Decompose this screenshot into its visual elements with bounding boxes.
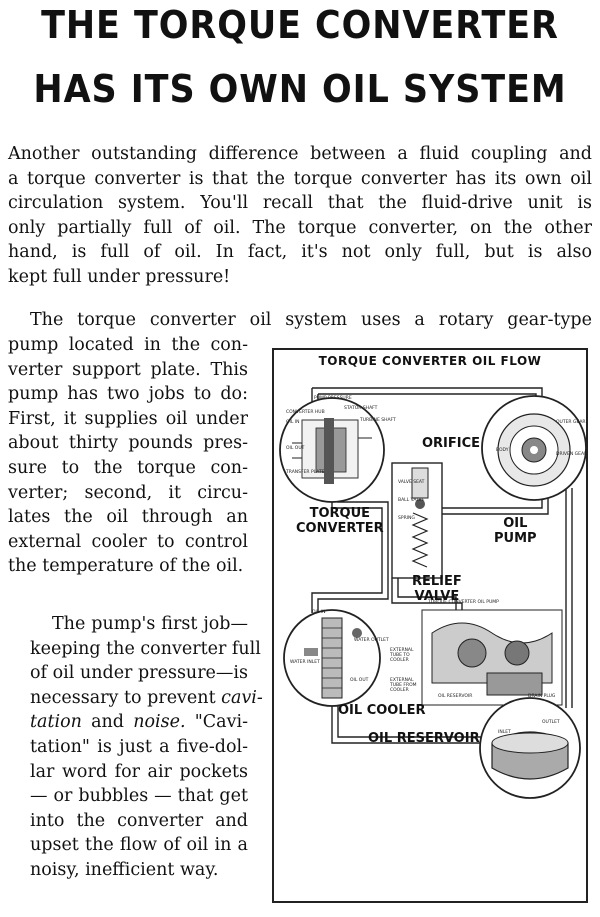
label-body: BODY [496,448,509,453]
paragraph-line: verter; second, it circu- [8,482,248,503]
paragraph-line: into the converter and [30,810,248,831]
label-spring: SPRING [398,516,415,521]
paragraph-line: The torque converter oil system uses a r… [30,310,592,330]
paragraph-line: noisy, inefficient way. [30,859,219,880]
label-oil-pump: OIL PUMP [494,516,537,546]
label-orifice: ORIFICE [422,436,481,451]
label-oil-reservoir-small: OIL RESERVOIR [438,694,473,699]
oil-flow-figure: TORQUE CONVERTER OIL FLOW [272,348,590,905]
paragraph-line: necessary to prevent cavi- [8,686,263,711]
paragraph-line: kept full under pressure! [8,266,231,287]
pipe-converter-to-cooler [311,498,383,613]
label-oil-cooler: OIL COOLER [338,703,426,718]
label-ball-valve: BALL VALVE [398,498,425,503]
paragraph-line: only partially full of oil. The torque c… [8,217,592,238]
paragraph-line: verter support plate. This [8,359,248,380]
paragraph-3: The pump's first job— keeping the conver… [8,612,263,883]
paragraph-line: First, it supplies oil under [8,408,248,429]
text-run: and [81,712,134,733]
label-pump-pressure: PUMP PRESSURE [314,396,352,401]
title-line-2: HAS ITS OWN OIL SYSTEM [33,67,567,111]
torque-converter-illustration [279,397,385,503]
label-oil-in-cooler: OIL IN [312,610,326,615]
paragraph-2-column: pump located in the con- verter support … [8,333,248,579]
label-external-tube-from-cooler: EXTERNAL TUBE FROM COOLER [390,678,417,693]
label-turbine-shaft: TURBINE SHAFT [360,418,396,423]
paragraph-line: keeping the converter full [30,638,261,659]
paragraph-line: tation and noise. "Cavi- [8,710,248,735]
emphasis-text: noise. [133,712,186,733]
label-torque-converter: TORQUE CONVERTER [296,506,384,536]
paragraph-2-first-line: The torque converter oil system uses a r… [8,308,592,333]
label-oil-out-cooler: OIL OUT [350,678,369,683]
paragraph-line: Another outstanding difference between a… [8,144,592,164]
oil-reservoir-illustration [479,697,581,799]
label-water-inlet: WATER INLET [290,660,320,665]
label-relief-valve: RELIEF VALVE [412,574,462,604]
paragraph-line: pump has two jobs to do: [8,384,248,405]
paragraph-line: of oil under pressure—is [30,663,248,684]
oil-pump-illustration [481,395,587,501]
label-stator-shaft: STATOR SHAFT [344,406,378,411]
label-torque-converter-oil-pump: TORQUE CONVERTER OIL PUMP [428,600,499,605]
paragraph-line: hand, is full of oil. In fact, it's not … [8,242,592,263]
text-run: necessary to prevent [30,687,222,708]
label-converter-hub: CONVERTER HUB [286,410,325,415]
label-oil-reservoir: OIL RESERVOIR [368,731,480,746]
emphasis-text: tation [30,712,82,733]
label-outer-gear: OUTER GEAR [556,420,586,425]
paragraph-line: lar word for air pockets [30,761,248,782]
label-inlet: INLET [498,730,511,735]
label-water-outlet: WATER OUTLET [354,638,389,643]
label-oil-in: OIL IN [286,420,300,425]
paragraph-1: Another outstanding difference between a… [8,142,592,290]
transmission-illustration [421,609,563,706]
label-drain-plug: DRAIN PLUG [528,694,556,699]
paragraph-line: the temperature of the oil. [8,556,244,577]
title-line-1: THE TORQUE CONVERTER [41,3,559,47]
paragraph-line: a torque converter is that the torque co… [8,168,592,189]
paragraph-line: lates the oil through an [8,507,248,528]
paragraph-line: tation" is just a five-dol- [30,736,248,757]
label-valve-seat: VALVE SEAT [398,480,425,485]
paragraph-line: — or bubbles — that get [30,786,248,807]
paragraph-line: pump located in the con- [8,335,248,355]
pipe-cooler-to-reservoir [331,703,497,744]
text-run: "Cavi- [185,712,248,733]
paragraph-line: about thirty pounds pres- [8,433,248,454]
relief-valve-illustration [391,462,443,579]
paragraph-line: external cooler to control [8,531,248,552]
figure-title: TORQUE CONVERTER OIL FLOW [318,354,542,368]
emphasis-text: cavi- [221,687,263,708]
label-transfer-plate: TRANSFER PLATE [286,470,325,475]
paragraph-line: upset the flow of oil in a [30,835,248,856]
label-external-tube-to-cooler: EXTERNAL TUBE TO COOLER [390,648,414,663]
oil-flow-diagram [279,387,587,799]
paragraph-line: sure to the torque con- [8,457,248,478]
paragraph-line: circulation system. You'll recall that t… [8,193,592,214]
label-outlet: OUTLET [542,720,560,725]
oil-cooler-illustration [283,609,381,707]
paragraph-line: The pump's first job— [52,614,248,634]
label-oil-out: OIL OUT [286,446,305,451]
label-driven-gear: DRIVEN GEAR [556,452,588,457]
